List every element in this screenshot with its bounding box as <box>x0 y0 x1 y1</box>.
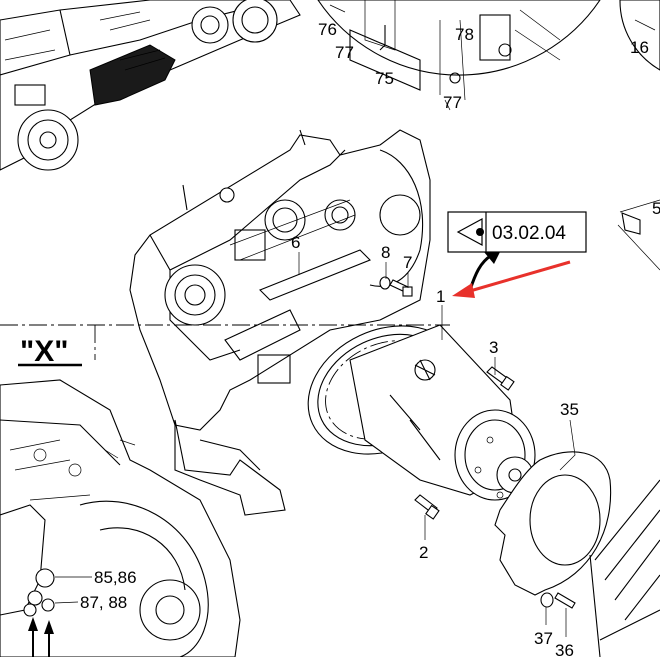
bolt-part-2 <box>414 494 440 520</box>
arrow-up-left <box>28 617 38 657</box>
red-pointer-arrow <box>452 260 571 298</box>
callout-8: 8 <box>381 243 390 262</box>
eye-view-icon <box>456 217 484 247</box>
callout-2: 2 <box>419 543 428 562</box>
callout-3: 3 <box>489 338 498 357</box>
callout-16: 16 <box>630 38 649 57</box>
bolt-part-3 <box>486 366 515 391</box>
view-label: "X" <box>20 335 68 368</box>
callout-77-top: 77 <box>335 43 354 62</box>
callout-35: 35 <box>560 400 579 419</box>
callout-87-88: 87, 88 <box>80 593 127 612</box>
callout-1: 1 <box>436 287 445 306</box>
callout-78: 78 <box>455 25 474 44</box>
bolt-part-36 <box>554 592 576 609</box>
gearbox-housing <box>129 129 431 516</box>
view-x-detail <box>0 379 241 657</box>
callout-36: 36 <box>555 641 574 657</box>
callout-85-86: 85,86 <box>94 568 137 587</box>
callout-5: 5 <box>652 199 660 218</box>
leader-lines <box>54 252 576 637</box>
gasket-part-35 <box>494 451 612 596</box>
callout-37: 37 <box>534 629 553 648</box>
callout-76: 76 <box>318 20 337 39</box>
bottom-right-cover <box>589 479 660 657</box>
reference-code: 03.02.04 <box>492 223 566 244</box>
callout-75: 75 <box>375 69 394 88</box>
right-edge-part-5 <box>617 199 660 271</box>
top-detail-circle <box>317 0 601 111</box>
bolt-part-7 <box>389 279 413 297</box>
arrow-up-right <box>44 620 54 657</box>
callout-7: 7 <box>403 253 412 272</box>
washer-part-8 <box>379 276 391 290</box>
callout-6: 6 <box>291 233 300 252</box>
top-right-detail-circle <box>619 0 660 71</box>
washer-part-37 <box>540 592 554 608</box>
machine-overview-illustration <box>0 0 301 171</box>
callout-77-bottom: 77 <box>443 93 462 112</box>
planetary-hub-assembly <box>307 324 536 501</box>
